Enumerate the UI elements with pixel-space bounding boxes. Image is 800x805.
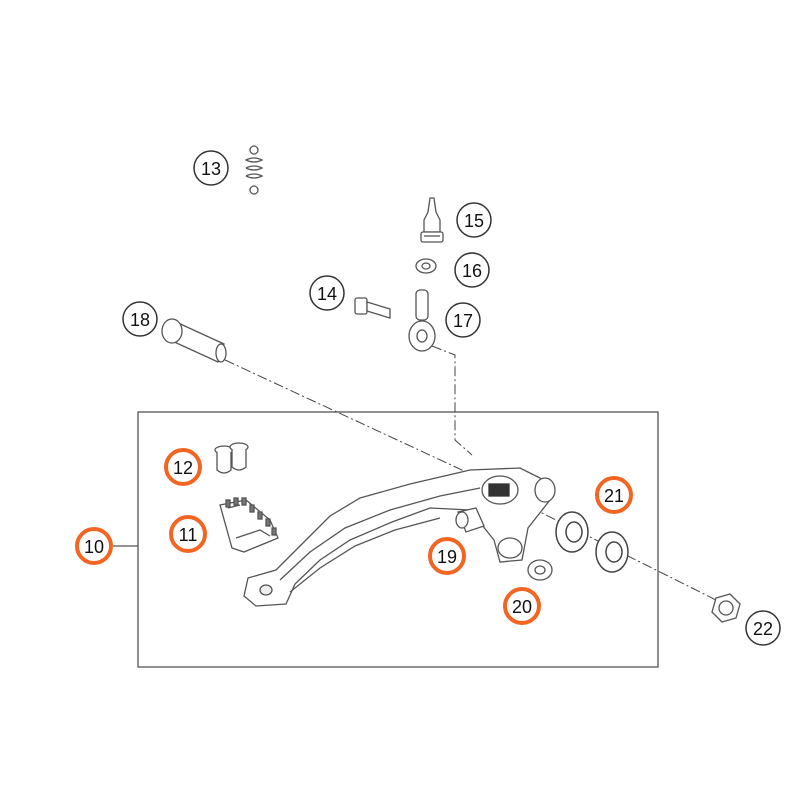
svg-text:15: 15 bbox=[464, 211, 484, 231]
svg-text:17: 17 bbox=[453, 311, 473, 331]
callout-12: 12 bbox=[164, 448, 202, 486]
callout-14: 14 bbox=[309, 275, 345, 311]
svg-text:18: 18 bbox=[130, 310, 150, 330]
bolt-part-14 bbox=[354, 297, 391, 319]
svg-text:11: 11 bbox=[179, 525, 198, 545]
callout-21: 21 bbox=[595, 476, 633, 514]
callout-22: 22 bbox=[745, 610, 781, 646]
assembly-axis-lines bbox=[224, 345, 723, 604]
nut-part-22 bbox=[711, 593, 741, 623]
callout-13: 13 bbox=[193, 150, 229, 186]
callout-16: 16 bbox=[454, 252, 490, 288]
svg-text:22: 22 bbox=[753, 619, 773, 639]
svg-text:10: 10 bbox=[84, 537, 104, 557]
sleeve-parts bbox=[214, 442, 249, 474]
svg-text:21: 21 bbox=[604, 486, 624, 506]
callout-11: 11 bbox=[169, 515, 207, 553]
svg-text:13: 13 bbox=[201, 159, 221, 179]
svg-text:16: 16 bbox=[462, 261, 482, 281]
callout-17: 17 bbox=[445, 302, 481, 338]
callout-19: 19 bbox=[428, 537, 466, 575]
callout-10: 10 bbox=[75, 527, 113, 565]
bleed-screw-part bbox=[420, 197, 444, 243]
nut-part-16 bbox=[415, 258, 437, 274]
svg-text:20: 20 bbox=[512, 597, 532, 617]
foot-peg-tip-part bbox=[219, 497, 279, 553]
bearing-parts bbox=[555, 511, 629, 573]
spring-part bbox=[244, 145, 264, 195]
svg-text:14: 14 bbox=[317, 284, 337, 304]
callout-20: 20 bbox=[503, 587, 541, 625]
callout-15: 15 bbox=[456, 202, 492, 238]
svg-text:19: 19 bbox=[437, 547, 457, 567]
svg-text:12: 12 bbox=[173, 458, 193, 478]
brake-lever-part bbox=[243, 467, 556, 607]
pin-part-19 bbox=[455, 507, 485, 533]
pivot-pin-part bbox=[161, 318, 227, 363]
callout-18: 18 bbox=[122, 301, 158, 337]
banjo-fitting-part bbox=[408, 289, 436, 352]
washer-part-20 bbox=[527, 559, 553, 581]
assembly-frame bbox=[137, 411, 659, 668]
